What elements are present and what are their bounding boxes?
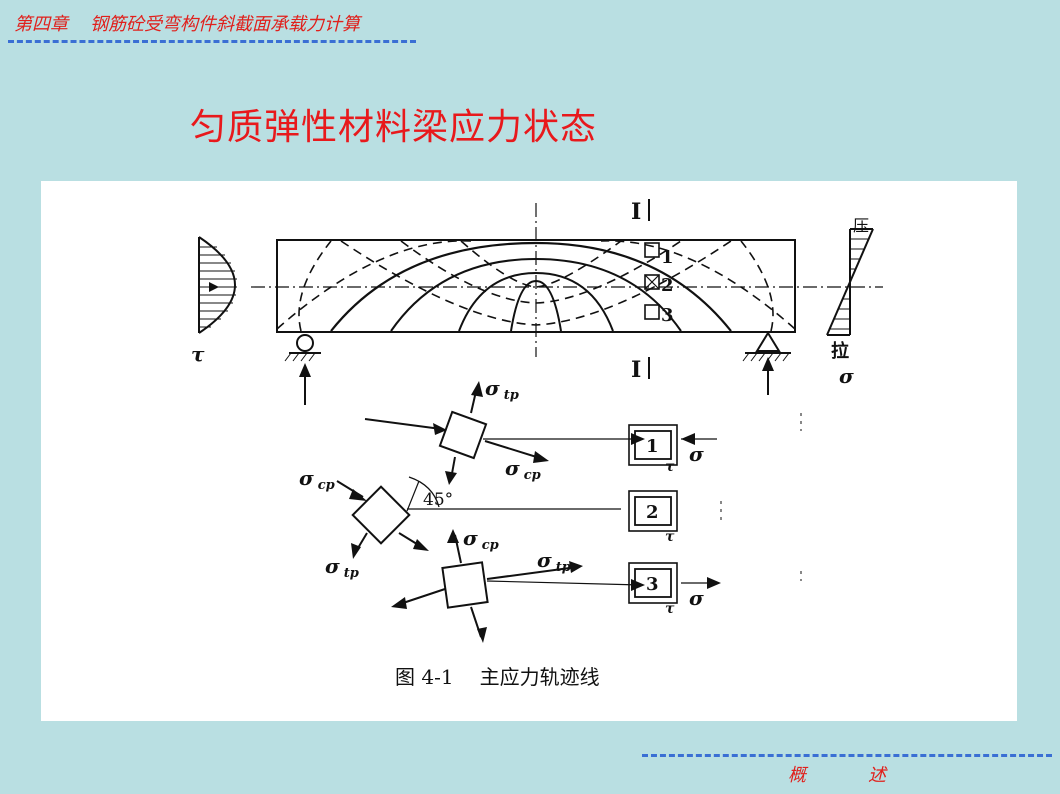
section-footer: 概述 xyxy=(788,761,886,787)
footer-right: 述 xyxy=(868,765,886,786)
chapter-topic: 钢筋砼受弯构件斜截面承载力计算 xyxy=(90,14,360,35)
tension-label: 拉 xyxy=(831,340,849,362)
footer-divider xyxy=(642,754,1052,757)
point-2-label: 2 xyxy=(661,275,674,296)
angle-label: 45° xyxy=(423,490,453,510)
tau-label-2: τ xyxy=(665,529,675,545)
footer-left: 概 xyxy=(788,765,806,786)
point-1-label: 1 xyxy=(661,247,674,268)
chapter-header: 第四章 钢筋砼受弯构件斜截面承载力计算 xyxy=(14,10,360,36)
figure-title: 主应力轨迹线 xyxy=(479,665,600,689)
box-1-label: 1 xyxy=(646,436,659,457)
box-2-label: 2 xyxy=(646,502,659,523)
point-3-label: 3 xyxy=(661,305,674,326)
sigma-label-1: σ xyxy=(689,442,704,466)
tau-label-3: τ xyxy=(665,601,675,617)
section-mark-bottom: I xyxy=(631,357,641,383)
figure-number: 图 4-1 xyxy=(395,665,454,689)
section-mark-top: I xyxy=(631,199,641,225)
chapter-number: 第四章 xyxy=(14,14,68,35)
tau-label-left: τ xyxy=(191,342,205,366)
box-3-label: 3 xyxy=(646,574,659,595)
slide-title: 匀质弹性材料梁应力状态 xyxy=(190,107,598,148)
compression-label: 压 xyxy=(853,216,869,235)
tau-label-1: τ xyxy=(665,459,675,475)
figure-caption: 图 4-1 主应力轨迹线 xyxy=(395,661,600,690)
header-divider xyxy=(8,40,416,43)
sigma-label-right: σ xyxy=(839,364,854,388)
sigma-label-3: σ xyxy=(689,586,704,610)
beam-diagram: τ σ σ σ τ τ τ 压 拉 I I 1 2 3 1 2 3 σtp σc… xyxy=(191,199,883,643)
